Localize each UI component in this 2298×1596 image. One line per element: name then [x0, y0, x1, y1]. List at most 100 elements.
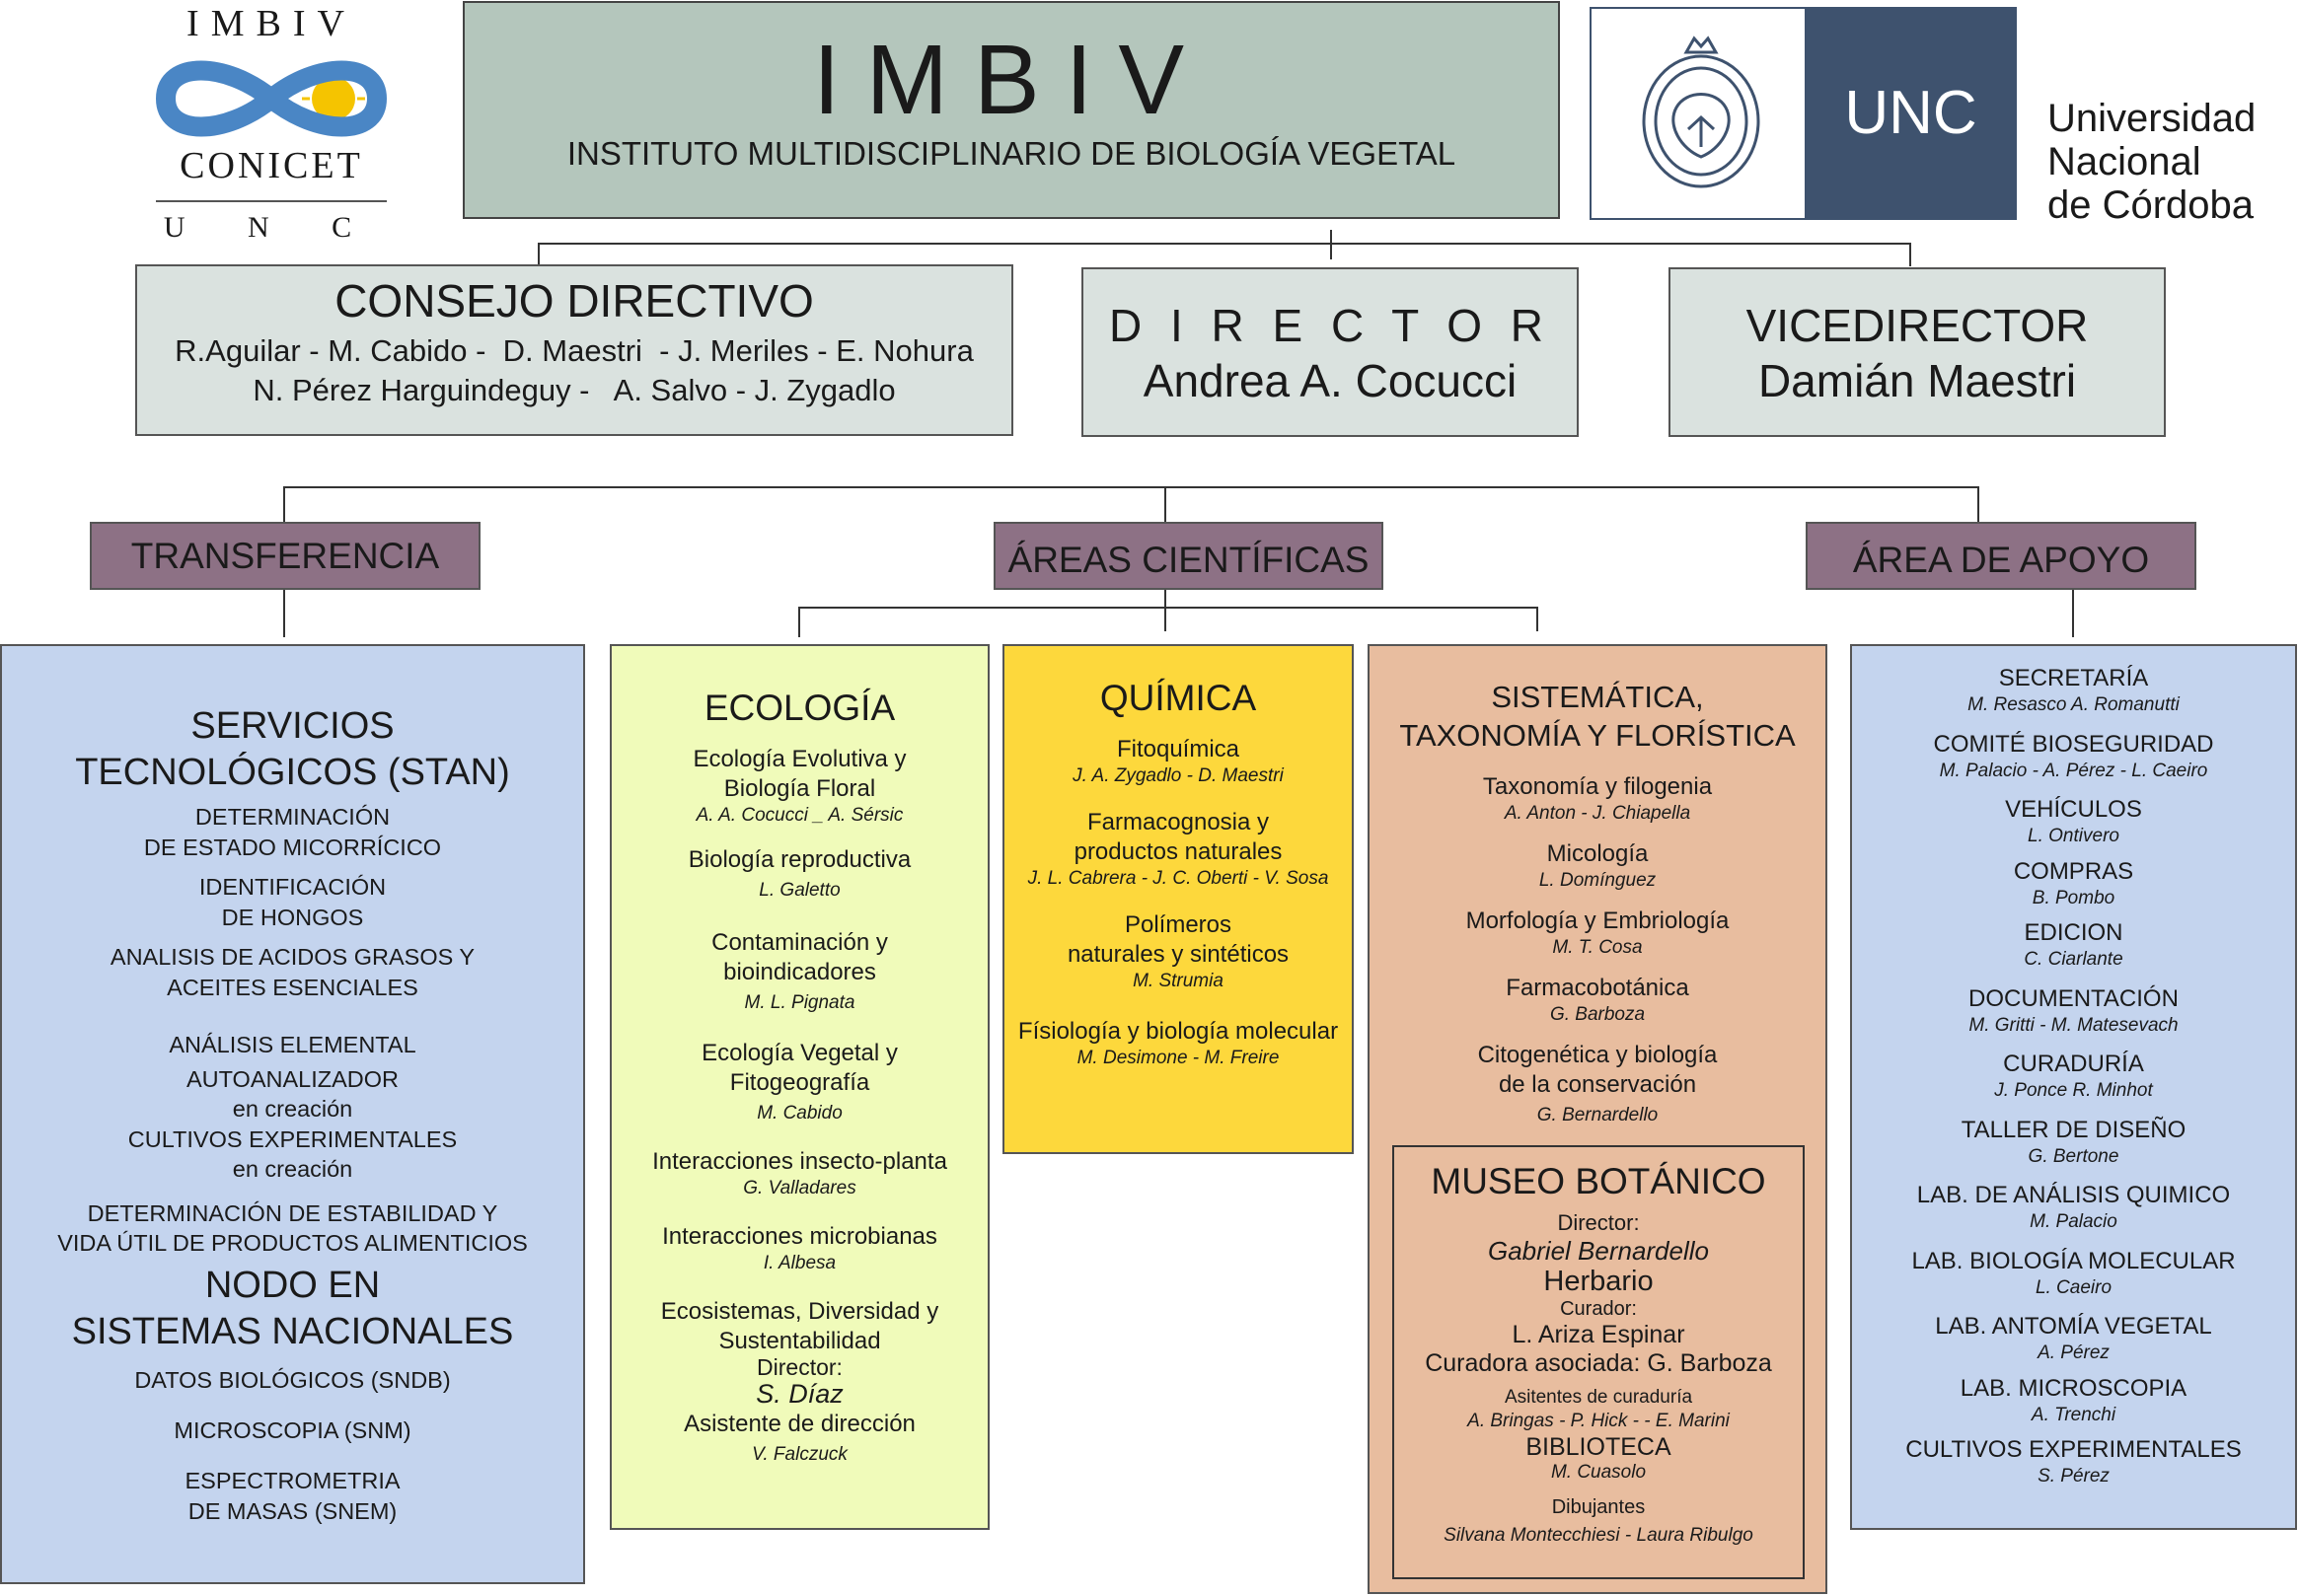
- stan-service: CULTIVOS EXPERIMENTALES: [127, 1125, 458, 1152]
- quimica-group: Polímeros naturales y sintéticos M. Stru…: [1004, 910, 1352, 993]
- dibujantes-names: Silvana Montecchiesi - Laura Ribulgo: [1444, 1525, 1753, 1546]
- sistematica-title-1: SISTEMÁTICA,: [1491, 680, 1704, 714]
- consejo-members-2: N. Pérez Harguindeguy - A. Salvo - J. Zy…: [253, 373, 896, 407]
- curadora-asociada: Curadora asociada: G. Barboza: [1425, 1349, 1772, 1377]
- group-members: M. Cabido: [757, 1103, 843, 1124]
- group-title: Sustentabilidad: [718, 1328, 881, 1354]
- ecologia-title: ECOLOGÍA: [704, 688, 896, 728]
- ecologia-group: Ecosistemas, Diversidad y Sustentabilida…: [612, 1297, 988, 1467]
- apoyo-list: SECRETARÍA M. Resasco A. Romanutti COMIT…: [1852, 664, 2295, 1497]
- group-members: L. Domínguez: [1538, 870, 1657, 891]
- stan-service: ANALISIS DE ACIDOS GRASOS Y: [110, 944, 476, 970]
- header-box: IMBIV INSTITUTO MULTIDISCIPLINARIO DE BI…: [463, 1, 1560, 219]
- sistematica-group: Taxonomía y filogenia A. Anton - J. Chia…: [1370, 772, 1825, 826]
- quimica-box: QUÍMICA Fitoquímica J. A. Zygadlo - D. M…: [1002, 644, 1354, 1154]
- director-name: S. Díaz: [756, 1379, 844, 1409]
- group-members: L. Galetto: [759, 880, 841, 901]
- apoyo-item-name: L. Caeiro: [2035, 1276, 2113, 1298]
- group-title: de la conservación: [1498, 1071, 1697, 1098]
- quimica-group: Farmacognosia y productos naturales J. L…: [1004, 808, 1352, 891]
- apoyo-item-name: C. Ciarlante: [2024, 949, 2123, 970]
- ecologia-group: Ecología Evolutiva y Biología Floral A. …: [612, 745, 988, 828]
- stan-service: DE ESTADO MICORRÍCICO: [143, 834, 442, 860]
- group-title: Fitoquímica: [1116, 736, 1240, 762]
- group-members: G. Valladares: [743, 1178, 856, 1198]
- curador-label: Curador:: [1560, 1298, 1637, 1320]
- sistematica-group: Morfología y Embriología M. T. Cosa: [1370, 907, 1825, 960]
- nodo-item: DE MASAS (SNEM): [187, 1497, 398, 1524]
- museo-title: MUSEO BOTÁNICO: [1431, 1161, 1766, 1201]
- ecologia-group: Interacciones microbianas I. Albesa: [612, 1222, 988, 1275]
- stan-service: VIDA ÚTIL DE PRODUCTOS ALIMENTICIOS: [57, 1230, 528, 1256]
- apoyo-box: SECRETARÍA M. Resasco A. Romanutti COMIT…: [1850, 644, 2297, 1530]
- museo-director-label: Director:: [1557, 1210, 1640, 1235]
- unc-badge: UNC: [1805, 9, 2017, 218]
- director-box: D I R E C T O R Andrea A. Cocucci: [1081, 267, 1579, 437]
- stan-service: DETERMINACIÓN DE ESTABILIDAD Y: [87, 1199, 498, 1226]
- connector: [538, 243, 540, 266]
- apoyo-item-title: LAB. BIOLOGÍA MOLECULAR: [1911, 1247, 2236, 1274]
- group-title: bioindicadores: [723, 959, 876, 985]
- connector: [1536, 607, 1538, 631]
- group-members: G. Barboza: [1549, 1004, 1646, 1025]
- group-title: Fitogeografía: [729, 1069, 870, 1096]
- connector: [283, 590, 285, 637]
- group-members: M. Strumia: [1133, 971, 1223, 991]
- group-title: productos naturales: [1074, 838, 1283, 865]
- biblioteca-label: BIBLIOTECA: [1525, 1433, 1671, 1461]
- apoyo-item-title: LAB. ANTOMÍA VEGETAL: [1935, 1313, 2212, 1340]
- apoyo-item-title: COMITÉ BIOSEGURIDAD: [1933, 730, 2214, 758]
- ecologia-group: Interacciones insecto-planta G. Valladar…: [612, 1147, 988, 1200]
- stan-service: IDENTIFICACIÓN: [198, 874, 387, 900]
- apoyo-item-name: A. Trenchi: [2031, 1404, 2116, 1425]
- director-title: D I R E C T O R: [1108, 300, 1552, 351]
- apoyo-item-name: M. Palacio - A. Pérez - L. Caeiro: [1939, 760, 2208, 781]
- unc-name-line-3: de Córdoba: [2047, 183, 2255, 227]
- museo-director-name: Gabriel Bernardello: [1487, 1236, 1709, 1266]
- group-members: A. Anton - J. Chiapella: [1504, 803, 1691, 824]
- logo-divider: [156, 200, 387, 202]
- apoyo-item: EDICION C. Ciarlante: [1852, 918, 2295, 984]
- logo-conicet-text: CONICET: [180, 145, 363, 186]
- consejo-directivo-box: CONSEJO DIRECTIVO R.Aguilar - M. Cabido …: [135, 264, 1013, 436]
- assistant-label: Asistente de dirección: [684, 1411, 916, 1437]
- group-title: Biología Floral: [723, 775, 876, 802]
- section-areas-cientificas: ÁREAS CIENTÍFICAS: [994, 522, 1383, 590]
- section-transferencia: TRANSFERENCIA: [90, 522, 481, 590]
- group-title: Ecosistemas, Diversidad y: [660, 1298, 939, 1325]
- vicedirector-name: Damián Maestri: [1757, 355, 2077, 406]
- assistant-name: V. Falczuck: [752, 1444, 848, 1465]
- apoyo-item: VEHÍCULOS L. Ontivero: [1852, 795, 2295, 857]
- group-members: I. Albesa: [763, 1253, 837, 1273]
- curador-name: L. Ariza Espinar: [1512, 1321, 1685, 1348]
- group-title: Citogenética y biología: [1477, 1042, 1718, 1068]
- connector: [283, 486, 1979, 488]
- ecologia-group: Contaminación y bioindicadores M. L. Pig…: [612, 928, 988, 1015]
- unc-logo-frame: UNC: [1590, 7, 2017, 220]
- unc-badge-text: UNC: [1844, 79, 1977, 147]
- apoyo-item-title: TALLER DE DISEÑO: [1961, 1116, 2187, 1143]
- nodo-item: MICROSCOPIA (SNM): [174, 1416, 411, 1443]
- nodo-title-1: NODO EN: [204, 1264, 381, 1306]
- quimica-title: QUÍMICA: [1099, 678, 1257, 718]
- logo-unc-text: U N C: [163, 211, 380, 244]
- infinity-sun-icon: [156, 60, 387, 137]
- quimica-group: Físiología y biología molecular M. Desim…: [1004, 1017, 1352, 1070]
- group-title: Ecología Evolutiva y: [693, 746, 907, 772]
- asistentes-label: Asitentes de curaduría: [1504, 1387, 1693, 1408]
- dibujantes-label: Dibujantes: [1551, 1496, 1646, 1518]
- apoyo-item: LAB. MICROSCOPIA A. Trenchi: [1852, 1374, 2295, 1436]
- apoyo-item-title: LAB. DE ANÁLISIS QUIMICO: [1916, 1182, 2231, 1208]
- apoyo-item-name: J. Ponce R. Minhot: [1994, 1080, 2153, 1101]
- apoyo-item-name: A. Pérez: [2038, 1342, 2110, 1363]
- stan-service-status: en creación: [232, 1156, 353, 1182]
- sistematica-box: SISTEMÁTICA, TAXONOMÍA Y FLORÍSTICA Taxo…: [1368, 644, 1827, 1594]
- apoyo-item-name: M. Palacio: [2030, 1211, 2117, 1232]
- group-title: Micología: [1546, 840, 1649, 867]
- stan-service: AUTOANALIZADOR: [185, 1065, 400, 1092]
- unc-name-line-2: Nacional: [2047, 140, 2201, 183]
- ecologia-box: ECOLOGÍA Ecología Evolutiva y Biología F…: [610, 644, 990, 1530]
- group-members: M. L. Pignata: [744, 992, 855, 1013]
- group-title: Morfología y Embriología: [1465, 907, 1730, 934]
- connector: [2072, 590, 2074, 637]
